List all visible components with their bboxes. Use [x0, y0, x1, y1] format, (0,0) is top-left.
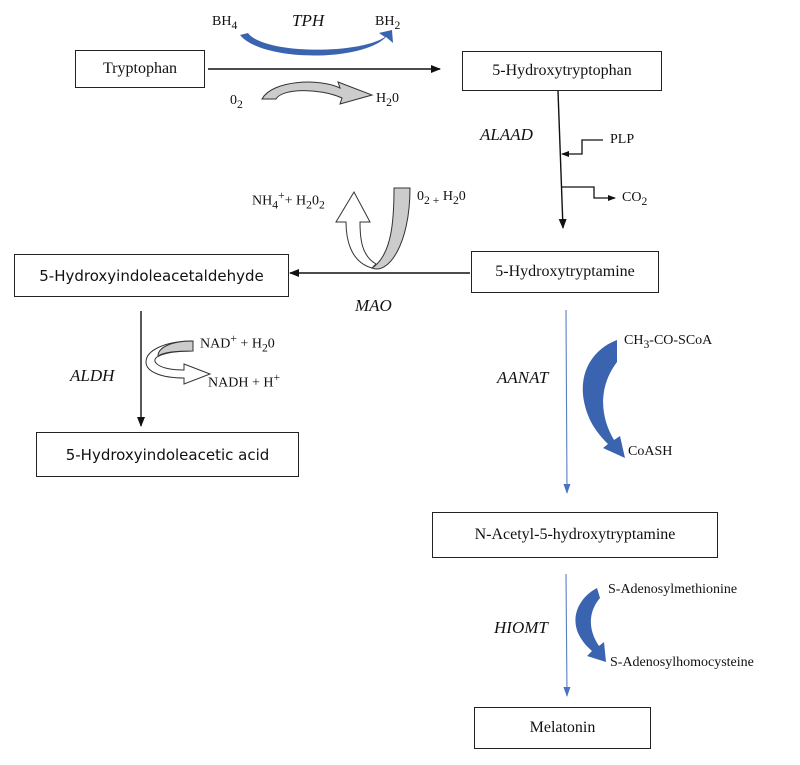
- aanat-acetyl-coa-curved-arrow: [582, 340, 625, 458]
- co2-output-line: [561, 186, 616, 201]
- enzyme-aanat: AANAT: [497, 368, 549, 387]
- cofactor-bh4: BH4: [212, 14, 238, 32]
- enzyme-aldh: ALDH: [70, 366, 115, 385]
- node-5-hydroxytryptophan: 5-Hydroxytryptophan: [462, 51, 662, 91]
- cofactor-mao-output: NH4++ H202: [252, 189, 325, 212]
- node-5-hydroxytryptamine: 5-Hydroxytryptamine: [471, 251, 659, 293]
- enzyme-alaad: ALAAD: [480, 125, 533, 144]
- node-5-hydroxyindoleacetic-acid: 5-Hydroxyindoleacetic acid: [36, 432, 299, 477]
- mao-cofactor-u-arrow-white: [335, 190, 377, 269]
- cofactor-mao-input: 02 + H20: [417, 189, 466, 207]
- node-tryptophan-label: Tryptophan: [102, 60, 178, 77]
- hiomt-sam-curved-arrow: [575, 588, 606, 662]
- enzyme-tph: TPH: [292, 11, 325, 30]
- node-5-hydroxyindoleacetaldehyde: 5-Hydroxyindoleacetaldehyde: [14, 254, 289, 297]
- node-5-hydroxytryptamine-label: 5-Hydroxytryptamine: [495, 263, 635, 280]
- cofactor-h2o: H20: [376, 91, 399, 109]
- plp-input-line: [561, 139, 603, 157]
- cofactor-co2: CO2: [622, 190, 648, 208]
- tph-cofactor-curved-arrow: [240, 30, 393, 56]
- enzyme-mao: MAO: [355, 296, 392, 315]
- arrow-5htp-to-5ht: [557, 90, 567, 229]
- arrow-n-acetyl-to-melatonin: [563, 573, 571, 697]
- node-melatonin-label: Melatonin: [529, 719, 596, 736]
- node-5-hydroxytryptophan-label: 5-Hydroxytryptophan: [492, 62, 632, 79]
- node-n-acetyl-5-hydroxytryptamine-label: N-Acetyl-5-hydroxytryptamine: [474, 526, 676, 543]
- enzyme-hiomt: HIOMT: [494, 618, 548, 637]
- arrow-5ht-to-n-acetyl: [563, 309, 571, 494]
- node-n-acetyl-5-hydroxytryptamine: N-Acetyl-5-hydroxytryptamine: [432, 512, 718, 558]
- node-5-hydroxyindoleacetaldehyde-label: 5-Hydroxyindoleacetaldehyde: [39, 266, 264, 285]
- cofactor-aldh-output: NADH + H+: [208, 371, 281, 391]
- cofactor-acetyl-coa: CH3-CO-SCoA: [624, 333, 713, 351]
- cofactor-bh2: BH2: [375, 14, 401, 32]
- cofactor-coash: CoASH: [628, 444, 673, 459]
- node-melatonin: Melatonin: [474, 707, 651, 749]
- cofactor-o2: 02: [230, 93, 243, 111]
- cofactor-s-adenosylhomocysteine: S-Adenosylhomocysteine: [610, 655, 754, 670]
- node-5-hydroxyindoleacetic-acid-label: 5-Hydroxyindoleacetic acid: [65, 445, 270, 464]
- tph-o2-curved-arrow: [261, 81, 374, 105]
- cofactor-s-adenosylmethionine: S-Adenosylmethionine: [608, 582, 738, 597]
- cofactor-aldh-input: NAD+ + H20: [200, 332, 275, 355]
- cofactor-plp: PLP: [610, 132, 635, 147]
- aldh-nad-curved-arrow-gray: [157, 340, 194, 357]
- node-tryptophan: Tryptophan: [75, 50, 205, 88]
- mao-cofactor-u-arrow: [370, 187, 411, 270]
